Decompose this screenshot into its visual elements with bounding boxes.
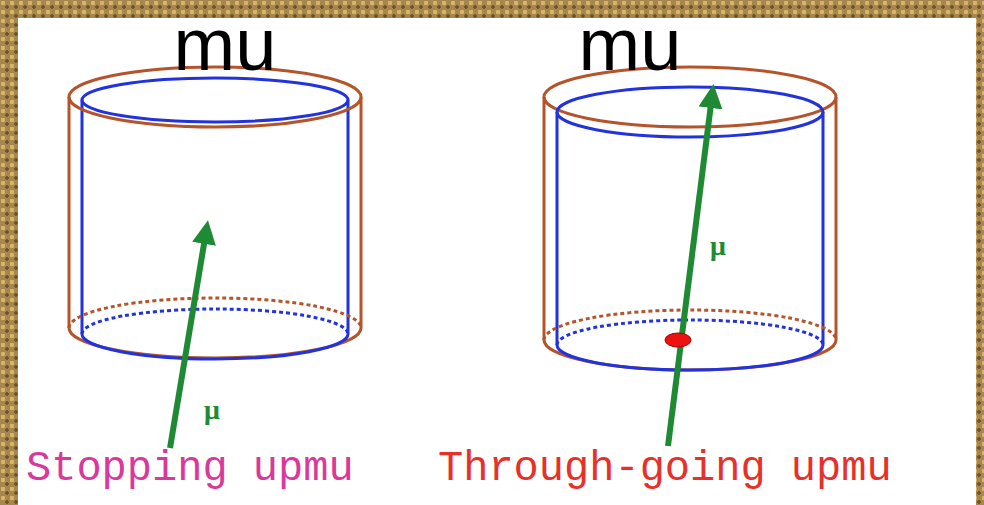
muon-track	[668, 96, 712, 446]
event-type-label: Stopping upmu	[26, 448, 354, 490]
muon-symbol: μ	[204, 396, 220, 424]
detector-cylinder	[69, 67, 361, 359]
title-fragment: mu	[174, 8, 277, 82]
event-type-label: Through-going upmu	[438, 448, 892, 490]
title-fragment: mu	[579, 8, 682, 82]
muon-symbol: μ	[710, 232, 726, 260]
entry-point	[665, 333, 691, 347]
muon-track	[170, 232, 206, 448]
detector-cylinder	[544, 67, 836, 370]
